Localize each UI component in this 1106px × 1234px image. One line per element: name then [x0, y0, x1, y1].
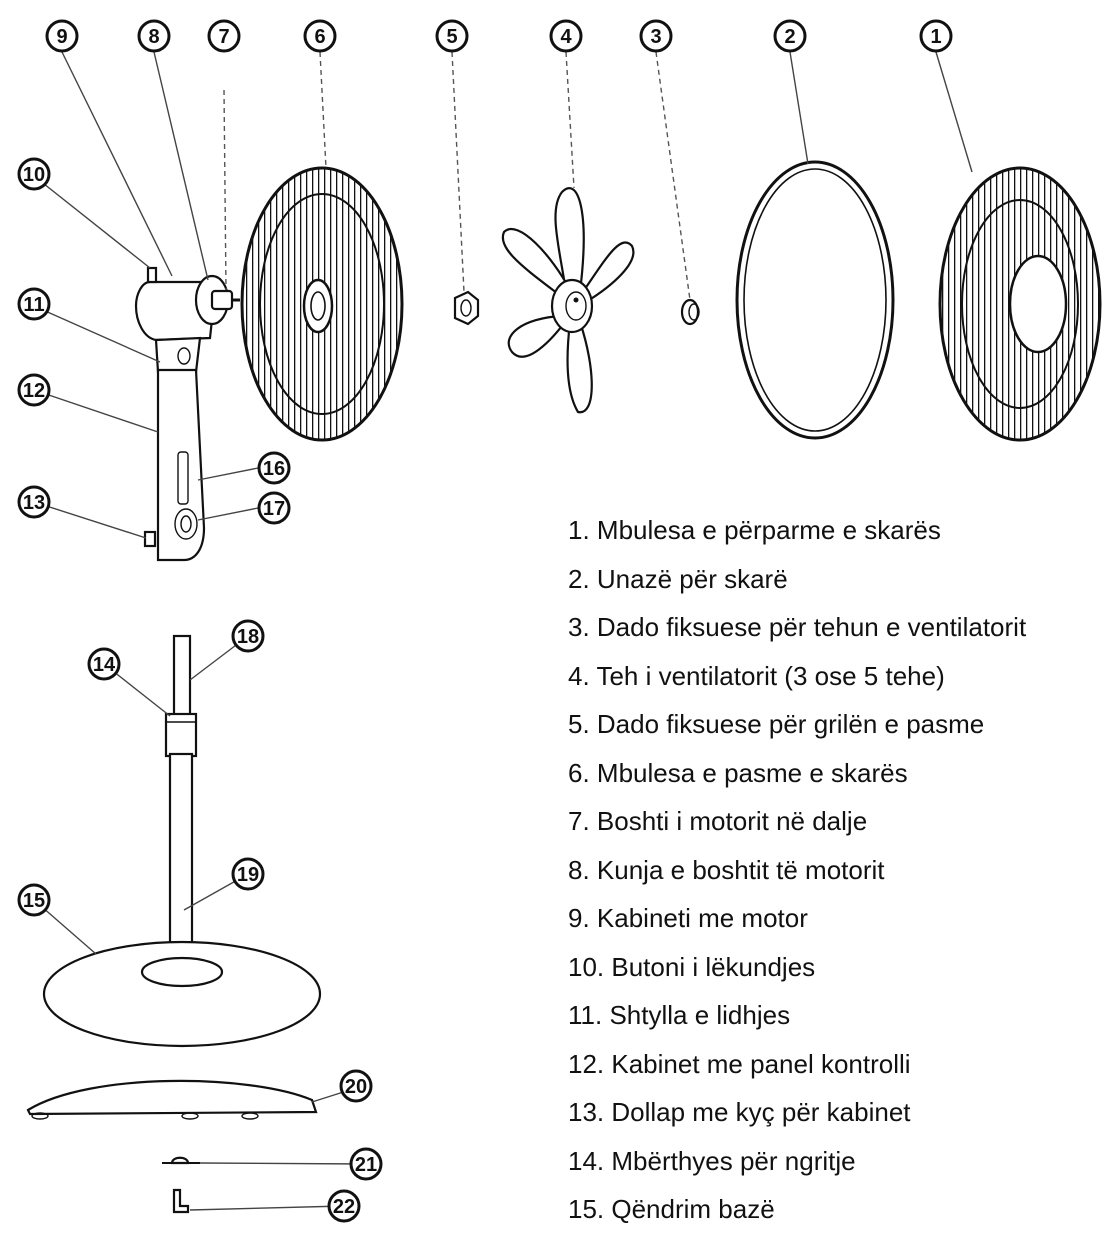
- svg-text:4: 4: [560, 26, 572, 48]
- legend-item: 15. Qëndrim bazë: [568, 1194, 775, 1224]
- callout-18: 18: [231, 619, 265, 653]
- svg-text:11: 11: [23, 294, 44, 316]
- callout-8: 8: [137, 19, 171, 53]
- svg-text:6: 6: [314, 26, 325, 48]
- callout-15: 15: [17, 883, 51, 917]
- svg-text:5: 5: [446, 26, 457, 48]
- svg-text:1: 1: [930, 26, 941, 48]
- callout-4: 4: [549, 19, 583, 53]
- callout-19: 19: [231, 857, 265, 891]
- parts-legend: 1. Mbulesa e përparme e skarës 2. Unazë …: [568, 506, 1026, 1234]
- callout-12: 12: [17, 373, 51, 407]
- svg-text:19: 19: [237, 864, 259, 886]
- callout-13: 13: [17, 485, 51, 519]
- stand-pole: [164, 634, 198, 966]
- motor-assembly: [134, 266, 240, 562]
- callout-20: 20: [339, 1069, 373, 1103]
- callout-17: 17: [257, 491, 291, 525]
- legend-item: 7. Boshti i motorit në dalje: [568, 806, 868, 836]
- legend-item: 3. Dado fiksuese për tehun e ventilatori…: [568, 612, 1027, 642]
- front-grille-cover: [938, 166, 1102, 442]
- svg-text:10: 10: [23, 164, 45, 186]
- callout-5: 5: [435, 19, 469, 53]
- callout-14: 14: [87, 647, 121, 681]
- svg-text:15: 15: [23, 890, 45, 912]
- svg-text:17: 17: [263, 498, 285, 520]
- rear-grille-fixing-nut: [453, 290, 480, 326]
- legend-item: 2. Unazë për skarë: [568, 563, 788, 594]
- svg-text:9: 9: [56, 26, 67, 48]
- legend-item: 10. Butoni i lëkundjes: [568, 951, 816, 982]
- legend-item: 1. Mbulesa e përparme e skarës: [568, 515, 941, 545]
- legend-item: 14. Mbërthyes për ngritje: [568, 1145, 856, 1176]
- svg-text:16: 16: [263, 458, 285, 480]
- svg-text:3: 3: [650, 26, 661, 48]
- callout-10: 10: [17, 157, 51, 191]
- svg-text:7: 7: [218, 26, 229, 48]
- callout-3: 3: [639, 19, 673, 53]
- callout-16: 16: [257, 451, 291, 485]
- legend-item: 13. Dollap me kyç për kabinet: [568, 1097, 911, 1127]
- svg-text:13: 13: [23, 492, 45, 514]
- grille-ring: [735, 160, 895, 440]
- svg-text:18: 18: [237, 626, 259, 648]
- base-fastener: [162, 1156, 200, 1165]
- legend-item: 4. Teh i ventilatorit (3 ose 5 tehe): [568, 660, 945, 691]
- svg-text:2: 2: [784, 26, 795, 48]
- rear-grille-cover: [240, 166, 404, 442]
- legend-item: 5. Dado fiksuese për grilën e pasme: [568, 709, 985, 739]
- base-stand: [42, 940, 322, 1048]
- callout-2: 2: [773, 19, 807, 53]
- svg-text:20: 20: [345, 1076, 367, 1098]
- legend-item: 8. Kunja e boshtit të motorit: [568, 854, 885, 885]
- svg-text:22: 22: [333, 1196, 355, 1218]
- base-screw: [172, 1188, 190, 1214]
- legend-item: 12. Kabinet me panel kontrolli: [568, 1048, 911, 1079]
- legend-item: 11. Shtylla e lidhjes: [568, 1000, 791, 1030]
- legend-item: 6. Mbulesa e pasme e skarës: [568, 757, 908, 788]
- svg-text:21: 21: [355, 1154, 377, 1176]
- callout-1: 1: [919, 19, 953, 53]
- legend-item: 9. Kabineti me motor: [568, 903, 808, 933]
- svg-text:12: 12: [23, 380, 45, 402]
- callout-6: 6: [303, 19, 337, 53]
- callout-22: 22: [327, 1189, 361, 1223]
- callout-21: 21: [349, 1147, 383, 1181]
- fan-blade: [501, 187, 635, 414]
- blade-fixing-nut: [680, 298, 700, 326]
- svg-text:14: 14: [93, 654, 116, 676]
- callout-11: 11: [17, 287, 51, 321]
- base-plate: [26, 1079, 318, 1120]
- callout-9: 9: [45, 19, 79, 53]
- svg-text:8: 8: [148, 26, 159, 48]
- callout-7: 7: [207, 19, 241, 53]
- leader-lines: [33, 51, 973, 1211]
